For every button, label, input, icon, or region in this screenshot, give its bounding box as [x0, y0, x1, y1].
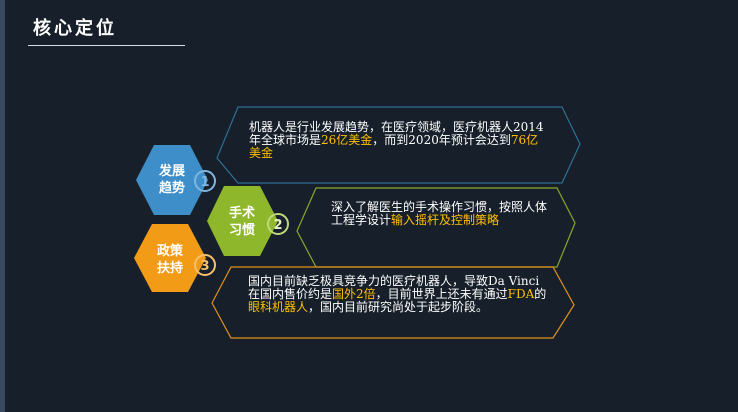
number-1: 1 [200, 175, 209, 190]
hexagon-1 [136, 145, 208, 215]
content-text-3: 国内目前缺乏极具竞争力的医疗机器人，导致Da Vinci在国内售价约是国外2倍，… [248, 275, 551, 314]
number-circle-2 [267, 213, 289, 235]
number-circle-1 [194, 170, 216, 192]
highlight-text: 眼科机器人 [248, 300, 309, 314]
hexagon-label-3-line1: 政策 [156, 244, 183, 259]
content-text-2: 深入了解医生的手术操作习惯，按照人体工程学设计输入摇杆及控制策略 [331, 201, 553, 227]
body-text: 深入了解医生的手术操作习惯，按照人体工程学设计 [331, 200, 548, 227]
body-text: ，而到2020年预计会达到 [372, 133, 511, 147]
hexagon-3 [134, 224, 206, 292]
hexagon-label-2: 手术 习惯 [218, 205, 266, 239]
number-circle-3 [194, 254, 216, 276]
highlight-text: 输入摇杆及控制策略 [391, 213, 500, 227]
number-3: 3 [200, 259, 209, 274]
highlight-text: FDA [507, 287, 535, 301]
body-text: ，国内目前研究尚处于起步阶段。 [308, 300, 489, 314]
hexagon-label-1-line2: 趋势 [158, 181, 185, 196]
highlight-text: 76亿美金 [249, 133, 539, 160]
body-text: 机器人是行业发展趋势，在医疗领域，医疗机器人2014年全球市场是 [249, 120, 544, 147]
body-text: 国内目前缺乏极具竞争力的医疗机器人，导致Da Vinci在国内售价约是 [248, 274, 540, 301]
body-text: 的 [534, 287, 547, 301]
hexagon-label-2-line2: 习惯 [228, 223, 255, 238]
slide-left-edge [0, 0, 5, 412]
hexagon-label-2-line1: 手术 [228, 206, 255, 221]
body-text: ，目前世界上还未有通过 [375, 287, 508, 301]
highlight-text: 26亿美金 [321, 133, 373, 147]
hexagon-label-3-line2: 扶持 [156, 261, 183, 276]
slide-title: 核心定位 [33, 18, 117, 39]
hexagon-label-3: 政策 扶持 [146, 243, 194, 277]
number-2: 2 [273, 218, 282, 233]
content-text-1: 机器人是行业发展趋势，在医疗领域，医疗机器人2014年全球市场是26亿美金，而到… [249, 121, 545, 160]
content-box-3 [211, 266, 575, 339]
hexagon-2 [207, 186, 278, 256]
content-box-1 [216, 106, 581, 184]
title-underline [28, 45, 185, 46]
hexagon-label-1-line1: 发展 [158, 164, 185, 179]
hexagon-label-1: 发展 趋势 [148, 163, 196, 197]
highlight-text: 国外2倍 [332, 287, 376, 301]
